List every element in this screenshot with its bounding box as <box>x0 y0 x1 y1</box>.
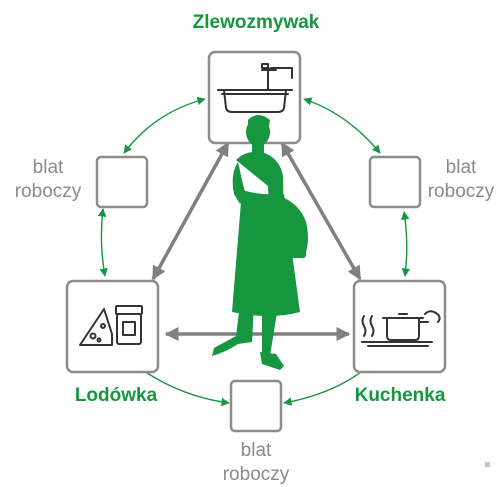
sink-title-text: Zlewozmywak <box>192 12 320 33</box>
arc-stove-to-right-counter <box>401 211 411 277</box>
counter-box-left <box>95 155 149 209</box>
sink-station <box>207 50 302 145</box>
stove-box <box>352 279 447 374</box>
counter-label-bottom: blat roboczy <box>223 439 290 487</box>
arc-sink-to-left-counter <box>123 96 206 154</box>
sink-with-faucet-icon <box>217 63 293 113</box>
counter-left-line2: roboczy <box>14 181 82 202</box>
fridge-box <box>65 279 160 374</box>
fridge-station <box>65 279 160 374</box>
stove-station <box>352 279 447 374</box>
sink-title: Zlewozmywak <box>193 12 320 34</box>
counter-bottom-line1: blat <box>240 440 272 461</box>
counter-label-left: blat roboczy <box>15 156 82 204</box>
stove-title: Kuchenka <box>355 385 446 407</box>
counter-label-right: blat roboczy <box>428 156 495 204</box>
counter-box-bottom <box>229 379 283 433</box>
triangle-sink-stove <box>280 141 362 281</box>
counter-right-line1: blat <box>445 157 477 178</box>
arc-left-counter-to-fridge <box>97 208 108 277</box>
arc-right-counter-to-sink <box>303 97 381 154</box>
counter-left-line1: blat <box>32 157 64 178</box>
stove-title-text: Kuchenka <box>354 385 446 406</box>
walking-woman-silhouette-icon <box>212 115 308 370</box>
counter-right-line2: roboczy <box>427 181 495 202</box>
steaming-pot-icon <box>361 310 441 347</box>
counter-box-right <box>368 155 422 209</box>
work-triangle <box>151 141 362 341</box>
fridge-title: Lodówka <box>75 385 157 407</box>
triangle-sink-fridge <box>151 141 230 281</box>
fridge-title-text: Lodówka <box>74 385 158 406</box>
corner-marker <box>485 462 490 467</box>
cheese-and-jar-icon <box>79 305 143 346</box>
counter-bottom-line2: roboczy <box>222 464 290 485</box>
